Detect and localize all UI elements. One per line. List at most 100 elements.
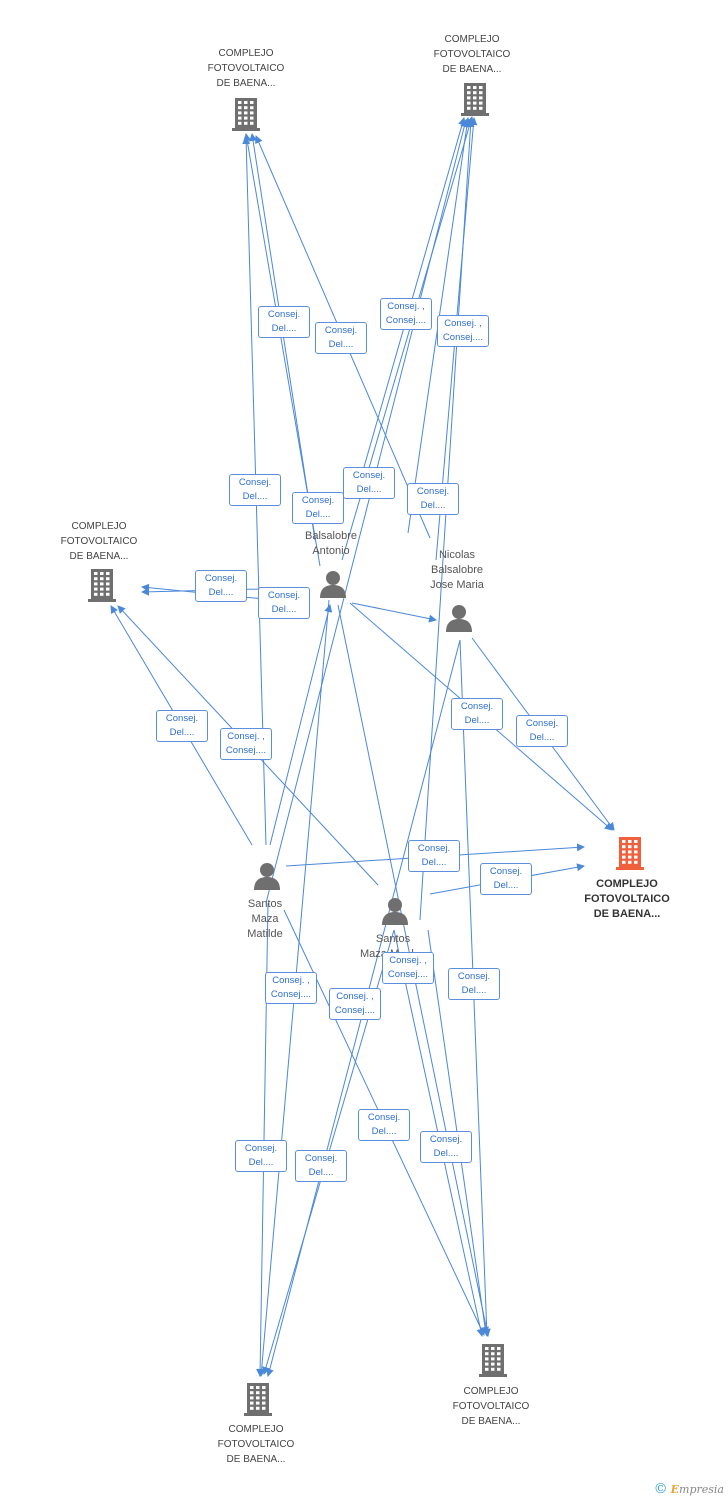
- edge-label-line: Del....: [248, 1157, 274, 1168]
- edge-label-17[interactable]: Consej. , Consej....: [382, 952, 434, 984]
- edge-line-11: [351, 602, 437, 623]
- edge-label-line: Consej....: [442, 332, 484, 343]
- edge-label-line: Del....: [421, 857, 447, 868]
- edge-label-18[interactable]: Consej. , Consej....: [329, 988, 381, 1020]
- edge-label-line: Consej.: [429, 1134, 463, 1145]
- edge-label-20[interactable]: Consej. Del....: [448, 968, 500, 1000]
- edge-label-24[interactable]: Consej.Del....: [295, 1150, 347, 1182]
- edge-label-10[interactable]: Consej. Del....: [258, 587, 310, 619]
- label-line: COMPLEJO: [218, 48, 274, 59]
- label-line: FOTOVOLTAICO: [217, 1439, 295, 1450]
- edge-label-line: Consej....: [225, 745, 267, 756]
- company-label-c_mid_left[interactable]: COMPLEJO FOTOVOLTAICO DE BAENA...: [39, 519, 159, 564]
- label-line: Balsalobre: [305, 530, 357, 542]
- label-line: Santos: [247, 898, 283, 910]
- label-line: Santos: [375, 933, 411, 945]
- label-line: COMPLEJO: [596, 878, 658, 890]
- edge-label-line: Consej.: [489, 866, 523, 877]
- edge-label-line: Consej. ,: [444, 318, 482, 329]
- edge-label-line: Del....: [433, 1148, 459, 1159]
- edge-label-line: Consej.: [301, 495, 335, 506]
- edge-label-line: Consej.: [457, 971, 491, 982]
- edge-label-8[interactable]: Consej.Del....: [407, 483, 459, 515]
- edge-label-line: Consej. ,: [336, 991, 374, 1002]
- edge-label-6[interactable]: Consej.Del....: [343, 467, 395, 499]
- edge-label-line: Del....: [420, 500, 446, 511]
- edge-line-19: [269, 604, 333, 846]
- edge-line-28: [265, 119, 469, 904]
- label-line: Jose Maria: [430, 579, 484, 591]
- edge-label-21[interactable]: Consej.Del....: [358, 1109, 410, 1141]
- footer-brand: ©Empresia: [654, 1481, 724, 1497]
- label-line: DE BAENA...: [69, 551, 129, 562]
- person-icon[interactable]: [444, 603, 474, 638]
- person-icon[interactable]: [380, 896, 410, 931]
- edge-label-23[interactable]: Consej. Del....: [235, 1140, 287, 1172]
- person-icon[interactable]: [318, 569, 348, 604]
- label-line: FOTOVOLTAICO: [452, 1401, 530, 1412]
- edge-label-line: Consej. ,: [387, 301, 425, 312]
- brand-initial: E: [670, 1483, 680, 1496]
- building-icon[interactable]: [244, 1382, 272, 1421]
- edge-label-3[interactable]: Consej. , Consej....: [380, 298, 432, 330]
- edge-label-line: Consej....: [270, 989, 312, 1000]
- building-icon[interactable]: [88, 568, 116, 607]
- building-icon[interactable]: [461, 82, 489, 121]
- edge-label-line: Consej. ,: [272, 975, 310, 986]
- label-line: FOTOVOLTAICO: [60, 536, 138, 547]
- edge-label-line: Consej.: [267, 590, 301, 601]
- label-line: Maza: [251, 913, 279, 925]
- edge-label-5[interactable]: Consej. Del....: [229, 474, 281, 506]
- building-icon[interactable]: [616, 836, 644, 875]
- building-icon[interactable]: [479, 1343, 507, 1382]
- brand-name: mpresia: [679, 1483, 724, 1496]
- edge-label-line: Consej....: [385, 315, 427, 326]
- label-line: DE BAENA...: [226, 1454, 286, 1465]
- label-line: DE BAENA...: [216, 78, 276, 89]
- edge-label-9[interactable]: Consej.Del....: [195, 570, 247, 602]
- edge-label-14[interactable]: Consej.Del....: [516, 715, 568, 747]
- edge-label-15[interactable]: Consej. Del....: [408, 840, 460, 872]
- edge-label-line: Del....: [271, 604, 297, 615]
- person-icon[interactable]: [252, 861, 282, 896]
- edge-label-line: Consej.: [204, 573, 238, 584]
- label-line: FOTOVOLTAICO: [584, 893, 670, 905]
- edge-label-line: Consej.: [304, 1153, 338, 1164]
- building-icon[interactable]: [232, 97, 260, 136]
- edge-label-line: Del....: [356, 484, 382, 495]
- edge-label-line: Del....: [464, 715, 490, 726]
- label-line: COMPLEJO: [444, 34, 500, 45]
- edge-label-16[interactable]: Consej.Del....: [480, 863, 532, 895]
- edge-label-line: Consej.: [244, 1143, 278, 1154]
- edge-label-line: Consej....: [387, 969, 429, 980]
- edge-label-line: Consej.: [238, 477, 272, 488]
- edge-label-line: Consej....: [334, 1005, 376, 1016]
- edge-label-line: Del....: [242, 491, 268, 502]
- label-line: Antonio: [312, 545, 350, 557]
- edge-label-2[interactable]: Consej.Del....: [315, 322, 367, 354]
- person-label-p_antonio[interactable]: sBalsalobreAntonio: [271, 514, 391, 559]
- edge-label-line: Consej.: [417, 843, 451, 854]
- edge-label-4[interactable]: Consej. , Consej....: [437, 315, 489, 347]
- edge-label-11[interactable]: Consej.Del....: [156, 710, 208, 742]
- edge-label-line: Consej. ,: [227, 731, 265, 742]
- edge-label-19[interactable]: Consej. , Consej....: [265, 972, 317, 1004]
- edge-label-12[interactable]: Consej. , Consej....: [220, 728, 272, 760]
- edge-label-7[interactable]: Consej.Del....: [292, 492, 344, 524]
- edge-label-line: Del....: [371, 1126, 397, 1137]
- edge-label-13[interactable]: Consej.Del....: [451, 698, 503, 730]
- edge-line-29: [419, 119, 475, 921]
- edge-label-1[interactable]: Consej.Del....: [258, 306, 310, 338]
- label-line: COMPLEJO: [71, 521, 127, 532]
- edge-label-line: Consej.: [165, 713, 199, 724]
- edge-label-line: Consej. ,: [389, 955, 427, 966]
- edge-label-line: Del....: [461, 985, 487, 996]
- edge-label-22[interactable]: Consej. Del....: [420, 1131, 472, 1163]
